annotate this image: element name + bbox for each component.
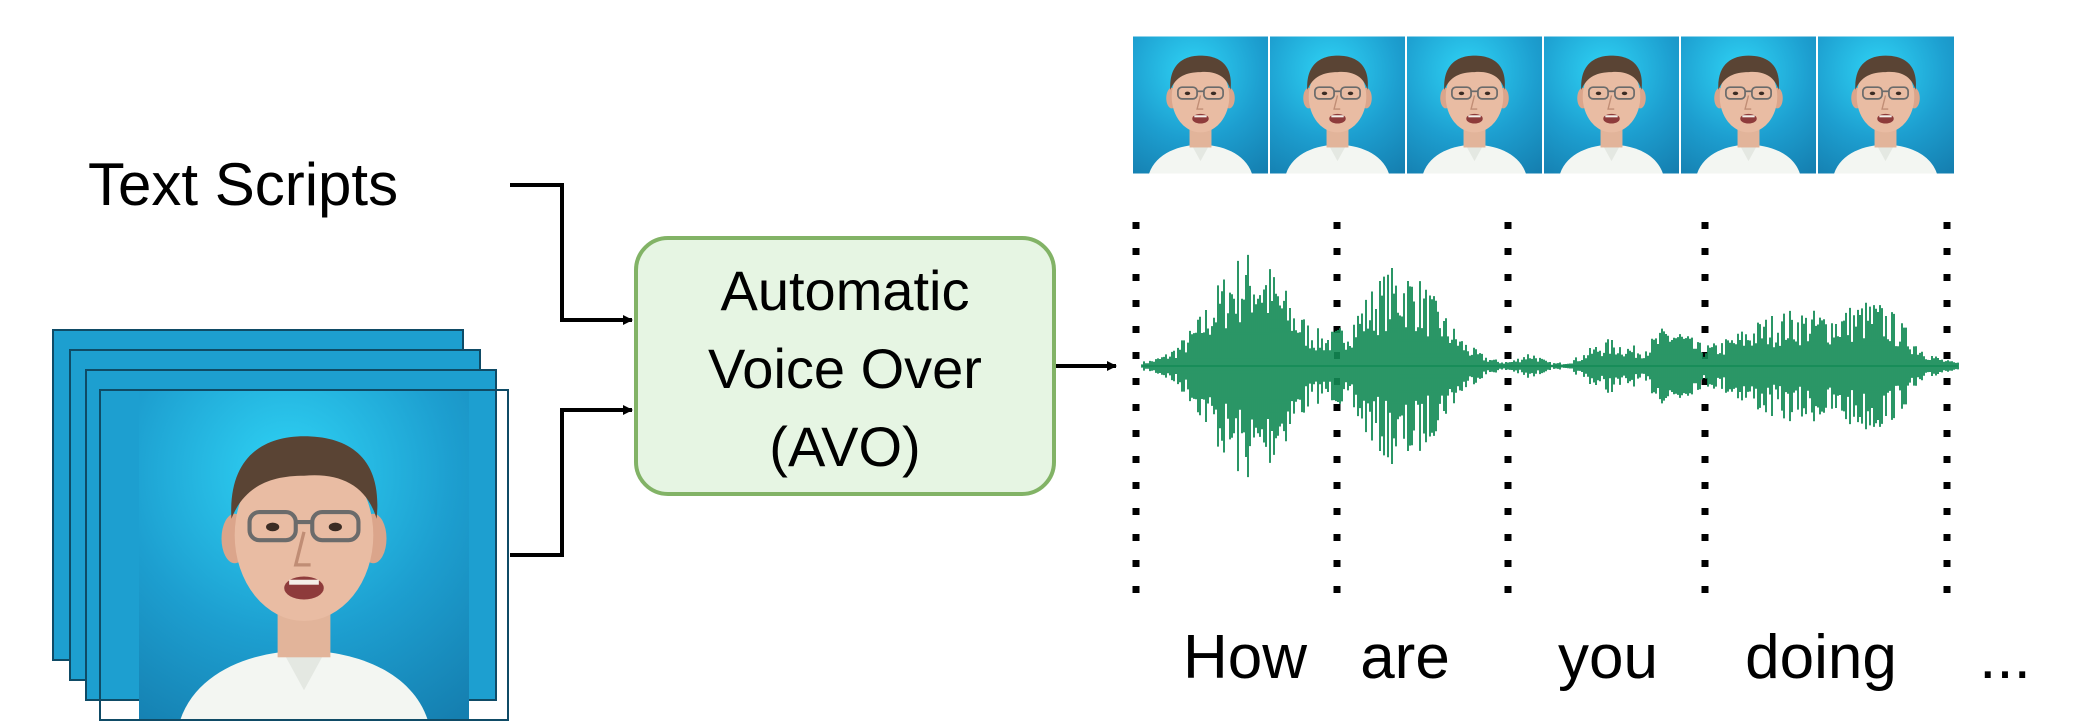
output-frame bbox=[1405, 2, 1543, 208]
text-to-avo-arrow bbox=[510, 183, 633, 325]
face-portrait-icon bbox=[1132, 35, 1269, 175]
face-portrait-icon bbox=[1406, 35, 1543, 175]
word-boundaries bbox=[1132, 222, 1951, 596]
face-portrait-icon bbox=[139, 390, 469, 720]
word-label: How bbox=[1183, 623, 1307, 692]
face-portrait-icon bbox=[1680, 35, 1817, 175]
word-label: doing bbox=[1745, 623, 1897, 692]
output-frame bbox=[1268, 2, 1406, 208]
avo-box-line-2: Voice Over bbox=[708, 337, 982, 400]
video-frame-front bbox=[99, 389, 509, 721]
face-portrait-icon bbox=[1817, 35, 1954, 175]
output-frame-strip bbox=[1131, 2, 1954, 208]
input-video-frames bbox=[52, 329, 509, 721]
video-to-avo-arrow bbox=[510, 405, 633, 557]
face-portrait-icon bbox=[1269, 35, 1406, 175]
face-portrait-icon bbox=[1543, 35, 1680, 175]
output-frame bbox=[1816, 2, 1954, 208]
avo-box: Automatic Voice Over (AVO) bbox=[634, 236, 1056, 496]
word-label: are bbox=[1360, 623, 1450, 692]
output-frame bbox=[1542, 2, 1680, 208]
audio-waveform-icon bbox=[1141, 254, 1959, 478]
avo-box-line-3: (AVO) bbox=[769, 415, 920, 478]
output-frame bbox=[1679, 2, 1817, 208]
text-scripts-label: Text Scripts bbox=[88, 151, 398, 218]
word-label: you bbox=[1558, 623, 1658, 692]
avo-box-line-1: Automatic bbox=[721, 259, 970, 322]
output-frame bbox=[1131, 2, 1269, 208]
word-label: ... bbox=[1979, 623, 2031, 692]
